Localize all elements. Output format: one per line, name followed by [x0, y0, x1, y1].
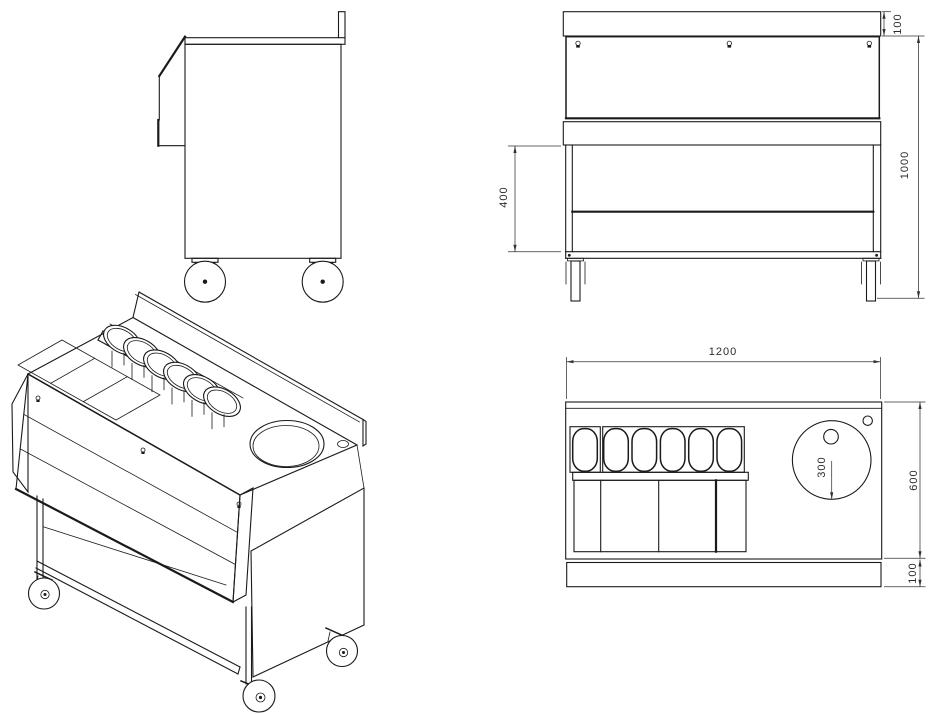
- side-sloped-front: [157, 35, 187, 147]
- dim-shelf-opening-height: 400: [498, 145, 561, 253]
- dim-overall-width: 1200: [566, 346, 881, 399]
- side-backsplash: [337, 11, 346, 39]
- front-dimensions: 100 1000 400: [498, 11, 925, 299]
- iso-caster: [325, 627, 359, 668]
- side-caster-front: [183, 257, 227, 303]
- iso-screw: [35, 395, 41, 402]
- plan-compartments: [573, 479, 747, 553]
- front-screw: [726, 40, 732, 48]
- plan-pan-rail: [572, 471, 749, 481]
- plan-gn-pan: [659, 427, 686, 472]
- isometric-view: [11, 291, 367, 713]
- dim-label-sink-diameter: 300: [816, 456, 828, 477]
- dim-label-front-band-depth: 100: [907, 562, 919, 583]
- iso-shelf: [35, 560, 241, 675]
- plan-sink-circle: [791, 420, 872, 500]
- front-screw: [866, 40, 872, 48]
- dim-label-shelf-opening-height: 400: [498, 186, 510, 207]
- side-view: [157, 11, 346, 303]
- front-sloped-panel: [565, 35, 881, 120]
- plan-gn-pan: [716, 427, 743, 472]
- iso-sloped-front: [11, 373, 254, 604]
- iso-gn-pan: [203, 386, 241, 417]
- side-body: [184, 43, 342, 259]
- dim-front-band-depth: 100: [884, 559, 926, 588]
- dim-overall-height: 1000: [877, 36, 925, 299]
- front-backsplash-band: [562, 11, 882, 37]
- plan-outline: [565, 401, 883, 560]
- dim-label-overall-width: 1200: [709, 346, 737, 358]
- plan-corner-hole: [862, 415, 873, 426]
- iso-left-gusset: [11, 373, 29, 494]
- iso-tray-recess: [17, 339, 161, 421]
- dim-label-overall-depth: 600: [908, 469, 920, 490]
- iso-worktop: [17, 316, 365, 497]
- plan-dimensions: 1200 600 100 300: [566, 346, 926, 588]
- plan-gn-pan: [631, 427, 658, 472]
- front-counter-band: [562, 121, 882, 146]
- plan-view: [565, 401, 883, 588]
- iso-caster: [240, 679, 276, 713]
- iso-backsplash: [132, 291, 367, 447]
- iso-small-hole: [337, 440, 349, 448]
- dim-sink-diameter: 300: [816, 456, 834, 500]
- front-view: [562, 11, 882, 302]
- iso-screw: [236, 501, 242, 508]
- dim-label-overall-height: 1000: [899, 151, 911, 179]
- plan-front-band: [566, 561, 882, 588]
- front-screw: [575, 40, 581, 48]
- iso-screw: [140, 447, 146, 454]
- iso-sink-hole: [249, 419, 325, 469]
- front-leg-right: [861, 257, 881, 302]
- front-leg-left: [565, 257, 586, 302]
- plan-pan-row: [569, 426, 749, 481]
- dim-overall-depth: 600: [884, 401, 926, 559]
- dim-backsplash-height: 100: [882, 11, 925, 37]
- plan-gn-pan: [571, 427, 599, 472]
- plan-drain-hole: [823, 428, 839, 445]
- front-open-shelf: [565, 144, 882, 259]
- plan-gn-pan: [687, 427, 715, 472]
- iso-right-end-cap: [232, 487, 254, 603]
- side-caster-rear: [301, 257, 344, 303]
- iso-cabinet: [35, 487, 365, 685]
- plan-gn-pan: [602, 427, 630, 472]
- side-worktop: [184, 37, 346, 45]
- iso-caster: [27, 571, 61, 610]
- dim-label-backsplash-height: 100: [892, 13, 904, 34]
